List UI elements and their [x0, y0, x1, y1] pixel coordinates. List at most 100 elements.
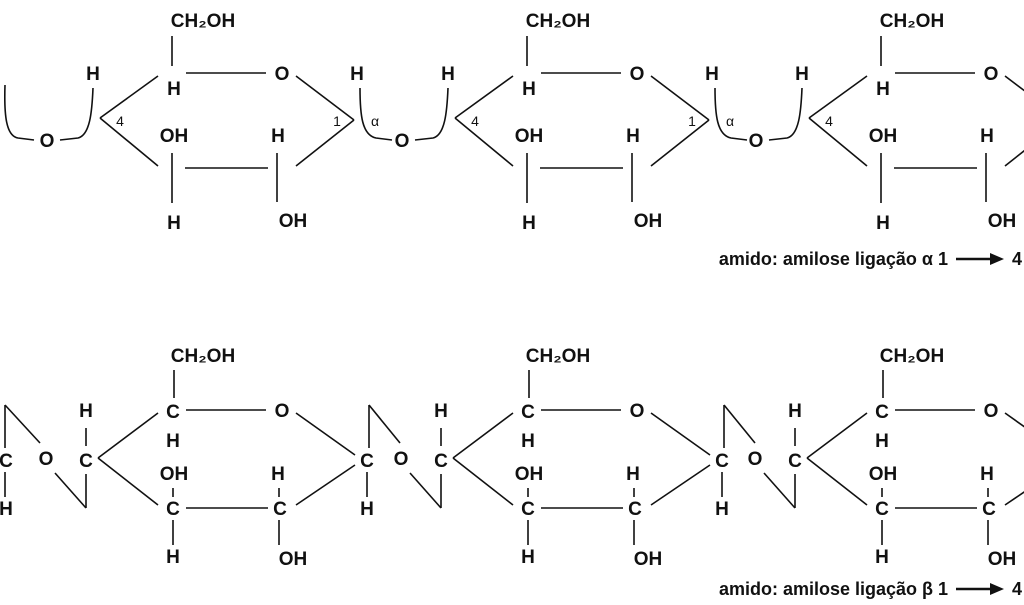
hydroxyl: OH	[634, 211, 663, 232]
bond	[808, 117, 868, 167]
hydrogen: H	[876, 79, 890, 100]
bond	[1004, 412, 1024, 428]
bond	[368, 404, 401, 444]
bond	[1004, 75, 1024, 92]
hydrogen: H	[441, 64, 455, 85]
hydrogen: H	[434, 401, 448, 422]
ring-oxygen: O	[275, 64, 290, 85]
bond	[295, 464, 356, 506]
hydrogen: H	[166, 431, 180, 452]
hydroxyl: OH	[988, 549, 1017, 570]
bond	[359, 87, 393, 141]
glycosidic-oxygen: O	[395, 131, 410, 152]
arrow-icon	[956, 253, 1004, 265]
carbon-3: C	[521, 499, 535, 520]
hydrogen: H	[705, 64, 719, 85]
bond	[4, 404, 41, 444]
hydroxyl: OH	[515, 464, 544, 485]
bond	[452, 457, 514, 506]
beta-caption-text: amido: amilose ligação β 1	[719, 579, 948, 599]
bond	[1004, 491, 1024, 506]
carbon-4-locant: 4	[825, 113, 833, 129]
bond	[723, 404, 756, 444]
carbon-1: C	[360, 451, 374, 472]
hydrogen: H	[626, 464, 640, 485]
bond	[650, 412, 711, 456]
hydrogen: H	[350, 64, 364, 85]
carbon-4-locant: 4	[471, 113, 479, 129]
glycosidic-oxygen: O	[39, 449, 54, 470]
carbon-2: C	[273, 499, 287, 520]
hydrogen: H	[626, 126, 640, 147]
hydrogen: H	[522, 213, 536, 234]
alpha-caption: amido: amilose ligação α 1 4	[719, 249, 1022, 269]
hydrogen: H	[795, 64, 809, 85]
carbon-3: C	[875, 499, 889, 520]
bond	[54, 472, 87, 509]
carbon-4: C	[79, 451, 93, 472]
hydroxyl: OH	[279, 211, 308, 232]
alpha-caption-target: 4	[1012, 249, 1022, 269]
carbon-1-locant: 1	[333, 113, 341, 129]
alpha-bond-symbol: α	[726, 113, 734, 129]
ring-oxygen: O	[630, 401, 645, 422]
bond	[454, 117, 514, 167]
arrow-icon	[956, 583, 1004, 595]
carbon-1-locant: 1	[688, 113, 696, 129]
bond	[1004, 149, 1024, 167]
bond	[99, 117, 159, 167]
hydroxyl: OH	[634, 549, 663, 570]
hydrogen: H	[0, 499, 13, 520]
alpha-bond-symbol: α	[371, 113, 379, 129]
bond	[806, 457, 868, 506]
hydroxyl: OH	[869, 126, 898, 147]
bond	[409, 472, 442, 509]
hydrogen: H	[167, 79, 181, 100]
hydrogen: H	[875, 547, 889, 568]
glycosidic-oxygen: O	[394, 449, 409, 470]
ch2oh-group: CH₂OH	[171, 346, 235, 367]
carbon-1: C	[715, 451, 729, 472]
beta-caption: amido: amilose ligação β 1 4	[719, 579, 1022, 599]
bond	[3, 84, 35, 141]
carbon-4-locant: 4	[116, 113, 124, 129]
hydrogen: H	[788, 401, 802, 422]
ch2oh-group: CH₂OH	[526, 346, 590, 367]
ch2oh-group: CH₂OH	[880, 11, 944, 32]
hydrogen: H	[271, 464, 285, 485]
alpha-chain: OH4CH₂OHHOOHHHOH1HαOH4CH₂OHHOOHHHOH1HαOH…	[3, 11, 1024, 234]
hydroxyl: OH	[160, 464, 189, 485]
ch2oh-group: CH₂OH	[526, 11, 590, 32]
hydrogen: H	[715, 499, 729, 520]
bond	[295, 412, 356, 456]
hydrogen: H	[876, 213, 890, 234]
hydrogen: H	[521, 547, 535, 568]
bond	[295, 119, 355, 167]
bond	[768, 87, 803, 141]
bond	[650, 75, 710, 121]
ch2oh-group: CH₂OH	[880, 346, 944, 367]
bond	[97, 457, 159, 506]
hydrogen: H	[86, 64, 100, 85]
glycosidic-oxygen: O	[40, 131, 55, 152]
hydrogen: H	[79, 401, 93, 422]
bond	[452, 412, 514, 459]
glycosidic-oxygen: O	[749, 131, 764, 152]
bond	[59, 87, 94, 141]
bond	[650, 119, 710, 167]
ring-oxygen: O	[984, 401, 999, 422]
bond	[454, 75, 514, 119]
beta-caption-target: 4	[1012, 579, 1022, 599]
hydrogen: H	[521, 431, 535, 452]
hydroxyl: OH	[869, 464, 898, 485]
hydrogen: H	[167, 213, 181, 234]
hydroxyl: OH	[160, 126, 189, 147]
bond	[808, 75, 868, 119]
ch2oh-group: CH₂OH	[171, 11, 235, 32]
